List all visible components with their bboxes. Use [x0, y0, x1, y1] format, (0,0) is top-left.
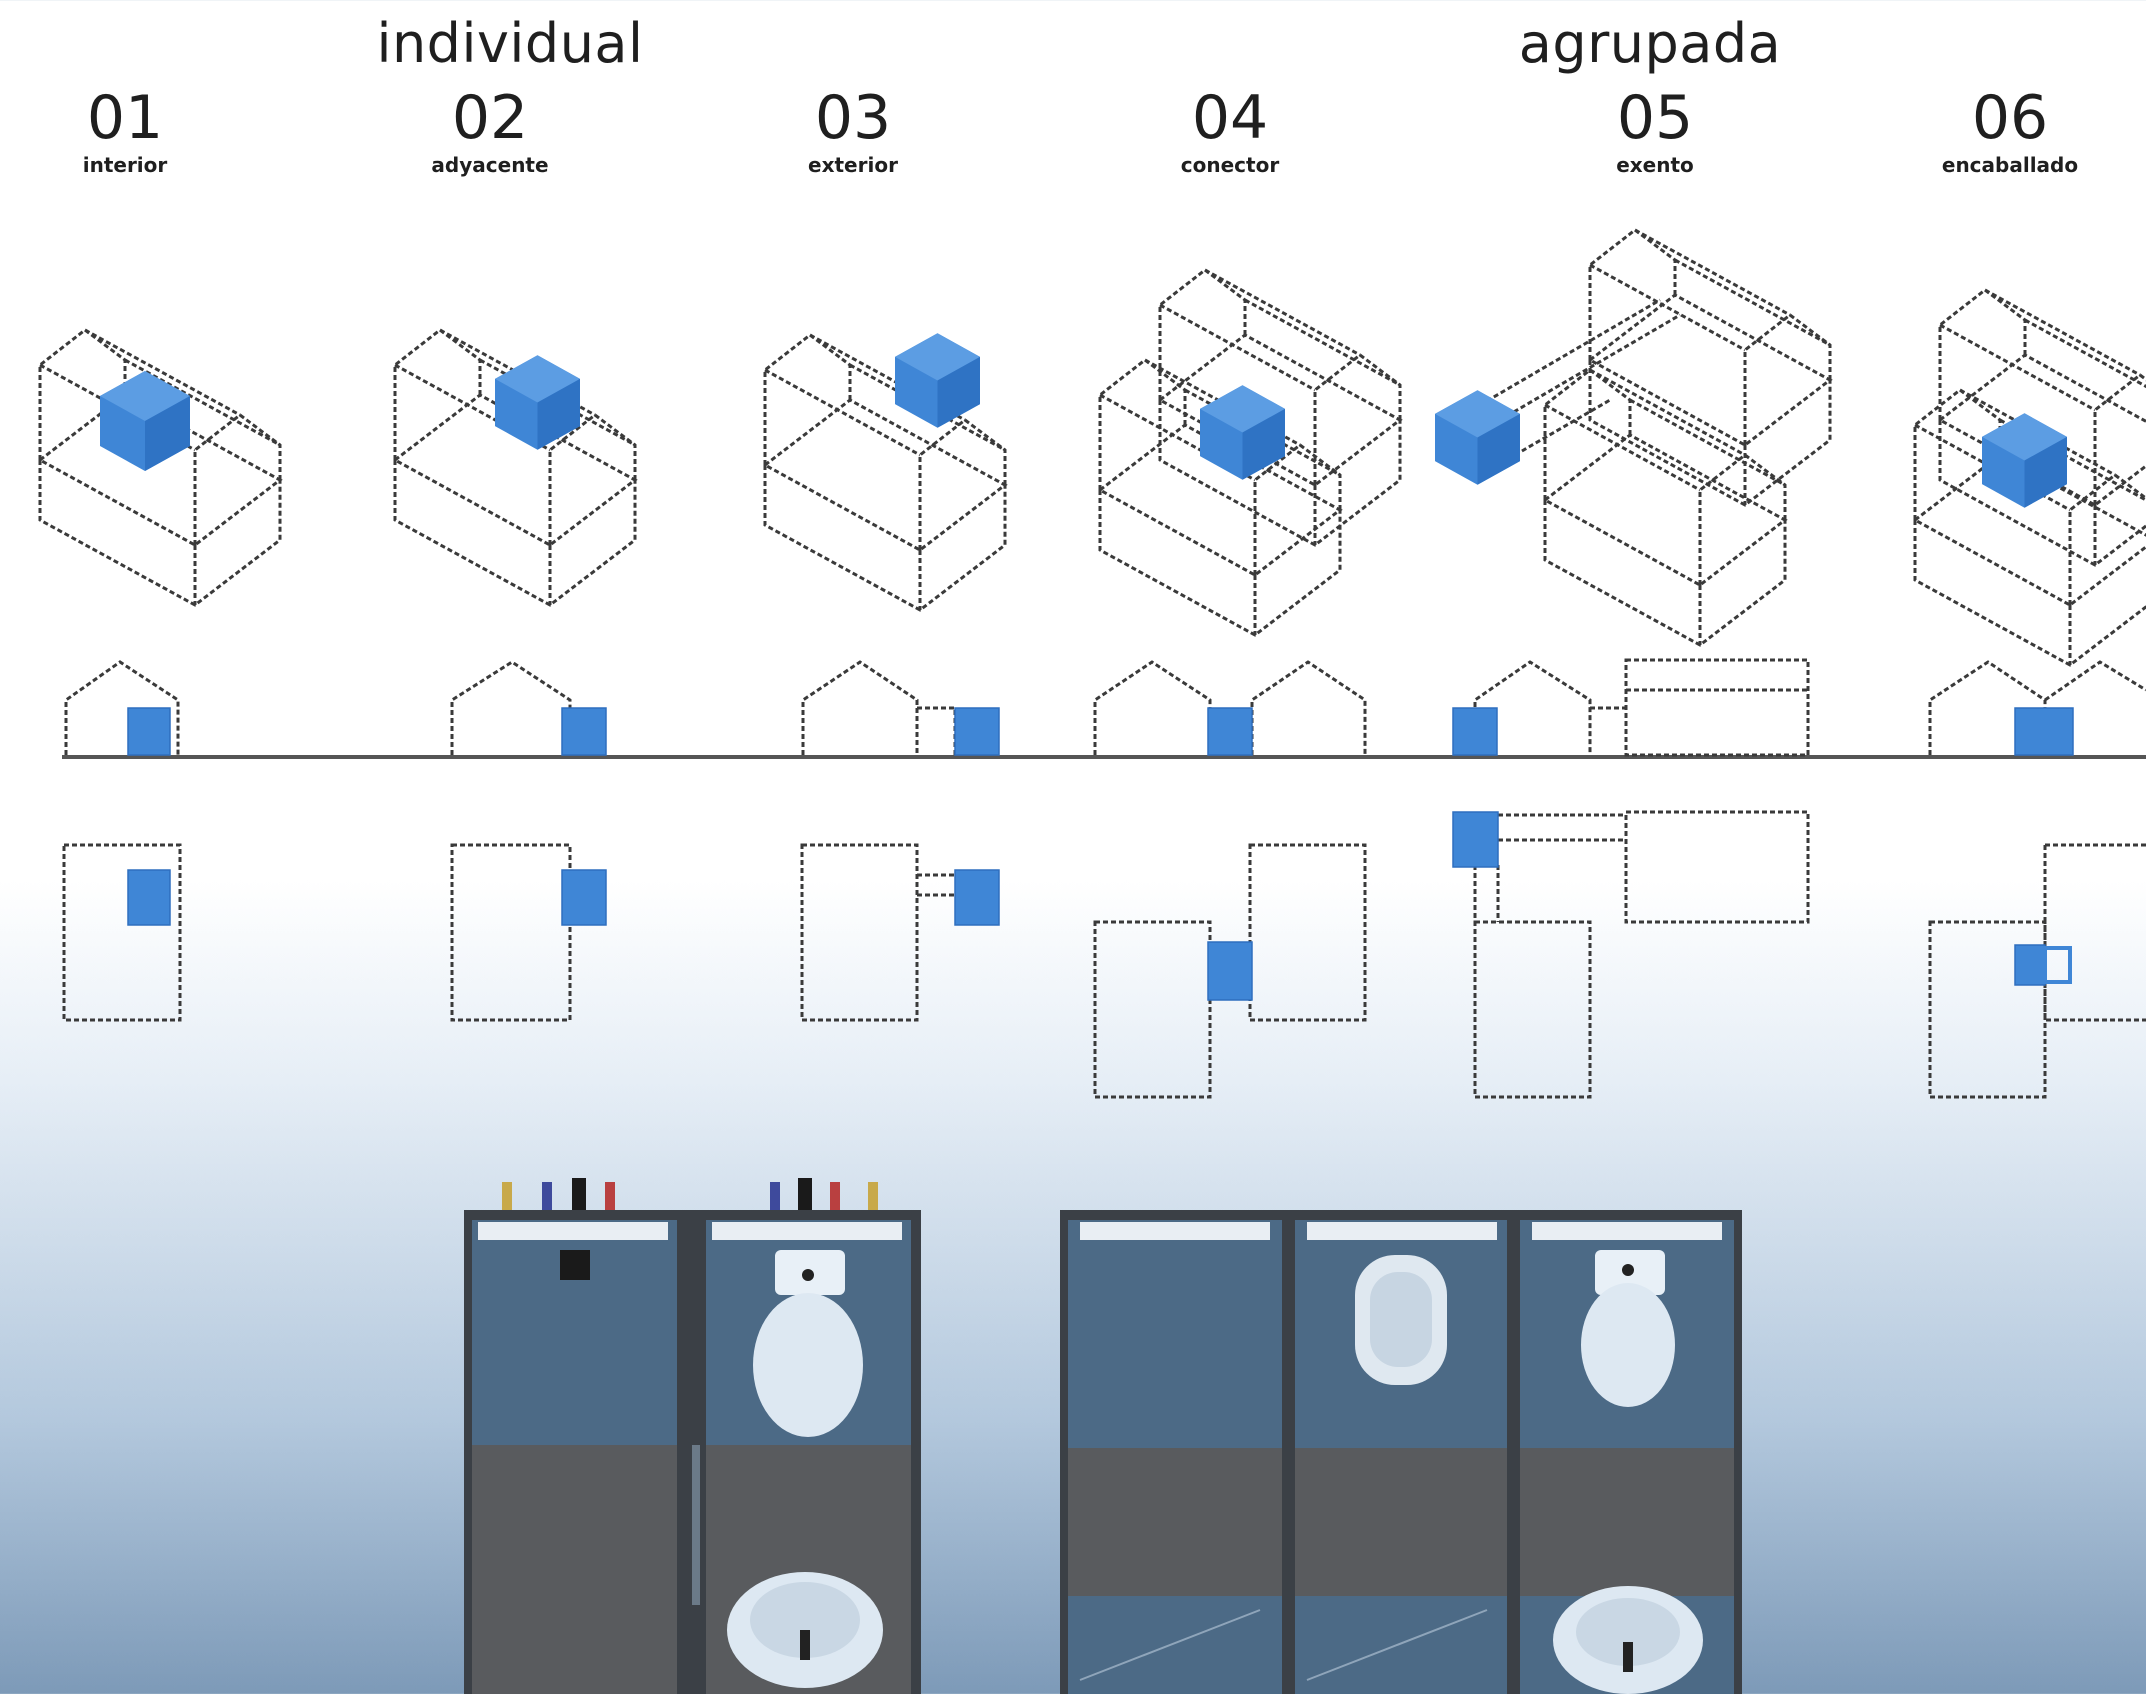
elevation-04 [1093, 660, 1367, 756]
option-label: adyacente [431, 153, 549, 177]
option-04: 04 conector [1080, 86, 1380, 178]
option-05: 05 exento [1505, 86, 1805, 178]
option-02: 02 adyacente [340, 86, 640, 178]
option-06: 06 encaballado [1860, 86, 2146, 178]
group-title-individual: individual [376, 12, 644, 75]
bathtub-icon [1355, 1255, 1447, 1385]
elevation-03 [801, 660, 1000, 756]
option-number: 04 [1191, 83, 1269, 153]
sink-icon [1553, 1586, 1703, 1694]
option-label: exento [1616, 153, 1694, 177]
option-number: 06 [1971, 83, 2049, 153]
option-label: encaballado [1941, 153, 2079, 177]
option-number: 01 [86, 83, 164, 153]
plan-01 [62, 843, 182, 1022]
plan-04 [1093, 843, 1367, 1099]
toilet-icon [1581, 1250, 1675, 1407]
axon-05 [1435, 228, 1832, 647]
axon-01 [38, 328, 282, 607]
option-label: interior [82, 153, 168, 177]
axon-02 [393, 328, 637, 607]
group-title-agrupada: agrupada [1518, 12, 1782, 75]
plan-02 [450, 843, 607, 1022]
elevation-06 [1928, 660, 2146, 756]
axon-06 [1913, 288, 2146, 667]
elevation-02 [450, 660, 607, 756]
sink-icon [727, 1572, 883, 1688]
plan-03 [800, 843, 1000, 1022]
plan-06 [1928, 843, 2146, 1099]
plan-05 [1452, 810, 1810, 1099]
elevation-05 [1452, 658, 1810, 757]
elevation-01 [64, 660, 180, 756]
faucet-icon [560, 1250, 590, 1280]
option-number: 03 [814, 83, 892, 153]
bathroom-module-pair [464, 1178, 921, 1694]
option-label: conector [1180, 153, 1280, 177]
axon-04 [1098, 268, 1402, 637]
option-03: 03 exterior [703, 86, 1003, 178]
option-01: 01 interior [0, 86, 275, 178]
option-number: 02 [451, 83, 529, 153]
bathroom-module-triple [1060, 1210, 1742, 1694]
option-number: 05 [1616, 83, 1694, 153]
toilet-icon [753, 1250, 863, 1437]
option-label: exterior [808, 153, 898, 177]
axon-03 [763, 333, 1007, 612]
